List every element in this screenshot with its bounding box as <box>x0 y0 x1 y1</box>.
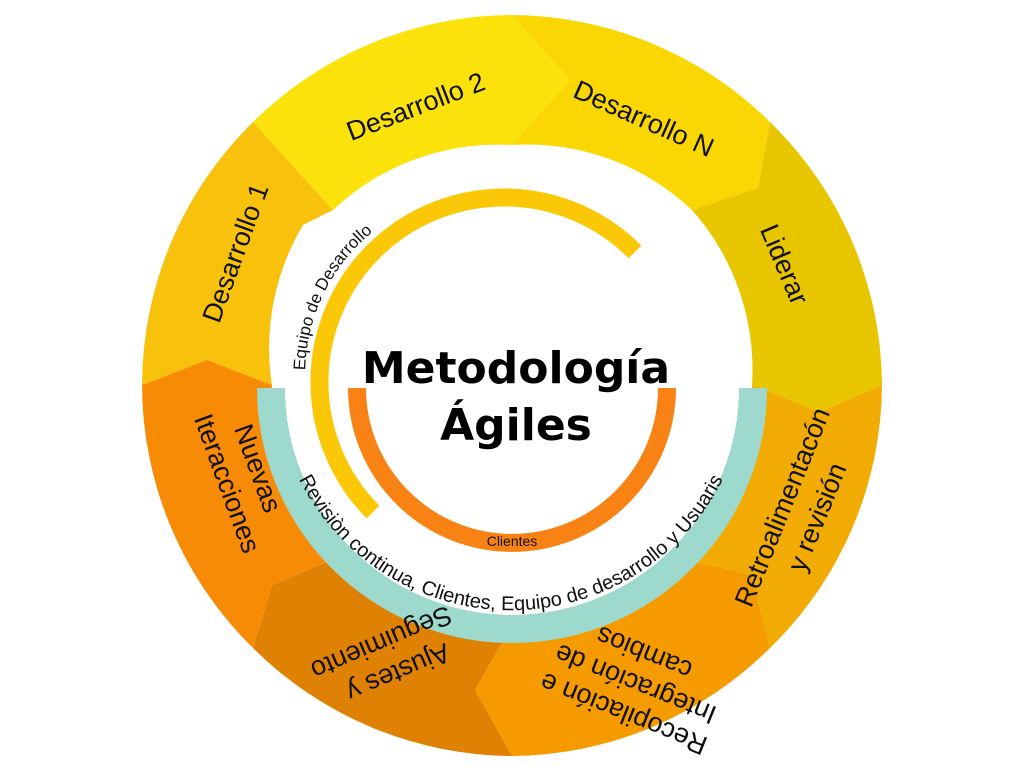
center-title-line-2: Ágiles <box>440 398 592 451</box>
segment-liderar <box>692 122 882 412</box>
segment-retroalimentacion <box>690 385 882 648</box>
center-title-line-1: Metodología <box>362 343 670 394</box>
clientes-label: Clientes <box>487 533 538 549</box>
segment-ajustes <box>253 560 512 756</box>
segment-desarrollo-2 <box>253 15 570 210</box>
segment-desarrollo-n <box>512 15 770 210</box>
segment-recopilacion <box>475 560 770 756</box>
equipo-arc <box>310 188 642 519</box>
segment-desarrollo-1 <box>142 122 333 385</box>
clientes-arc <box>348 387 676 552</box>
revision-arc <box>257 387 767 643</box>
segment-nuevas-iteracciones <box>142 360 332 648</box>
